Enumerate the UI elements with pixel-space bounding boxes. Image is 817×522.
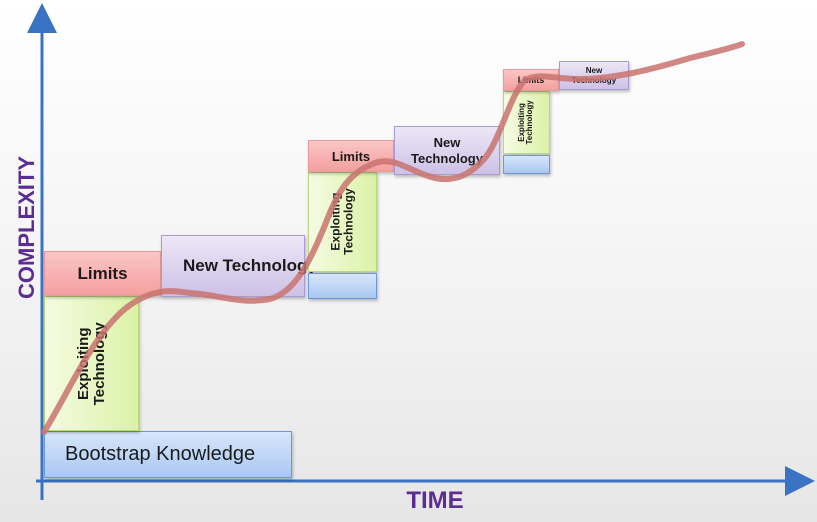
stage2-limits-box: Limits <box>308 140 394 172</box>
stage2-new-technology-label: New Technology <box>411 134 483 166</box>
stage1-limits-label: Limits <box>77 263 128 283</box>
stage1-new-technology-box: New Technology <box>161 235 317 297</box>
stage1-exploiting-box: Exploiting Technology <box>44 296 139 431</box>
stage3-exploiting-label: Exploiting Technology <box>517 100 535 145</box>
growth-curve <box>41 41 745 435</box>
x-axis-label: TIME <box>406 487 464 514</box>
stage2-limits-label: Limits <box>331 148 371 164</box>
stage1-new-technology-label: New Technology <box>183 255 317 275</box>
stage3-limits-label: Limits <box>517 75 545 85</box>
stage2-new-technology-box: New Technology <box>394 126 500 175</box>
stage3-limits-box: Limits <box>503 69 559 91</box>
stage3-new-technology-box: New Technology <box>559 61 629 90</box>
stage1-limits-box: Limits <box>44 251 161 296</box>
stage3-new-technology-label: New Technology <box>571 66 617 85</box>
stage3-exploiting-box: Exploiting Technology <box>503 91 550 154</box>
bootstrap-knowledge-label: Bootstrap Knowledge <box>65 443 256 465</box>
stage2-knowledge-box <box>308 273 377 299</box>
bootstrap-knowledge-box: Bootstrap Knowledge <box>44 431 292 478</box>
stage1-exploiting-label: Exploiting Technology <box>74 321 108 406</box>
stage2-exploiting-label: Exploiting Technology <box>328 188 356 256</box>
y-axis-label: COMPLEXITY <box>14 155 39 299</box>
stage2-exploiting-box: Exploiting Technology <box>308 172 377 272</box>
stage3-knowledge-box <box>503 155 550 174</box>
